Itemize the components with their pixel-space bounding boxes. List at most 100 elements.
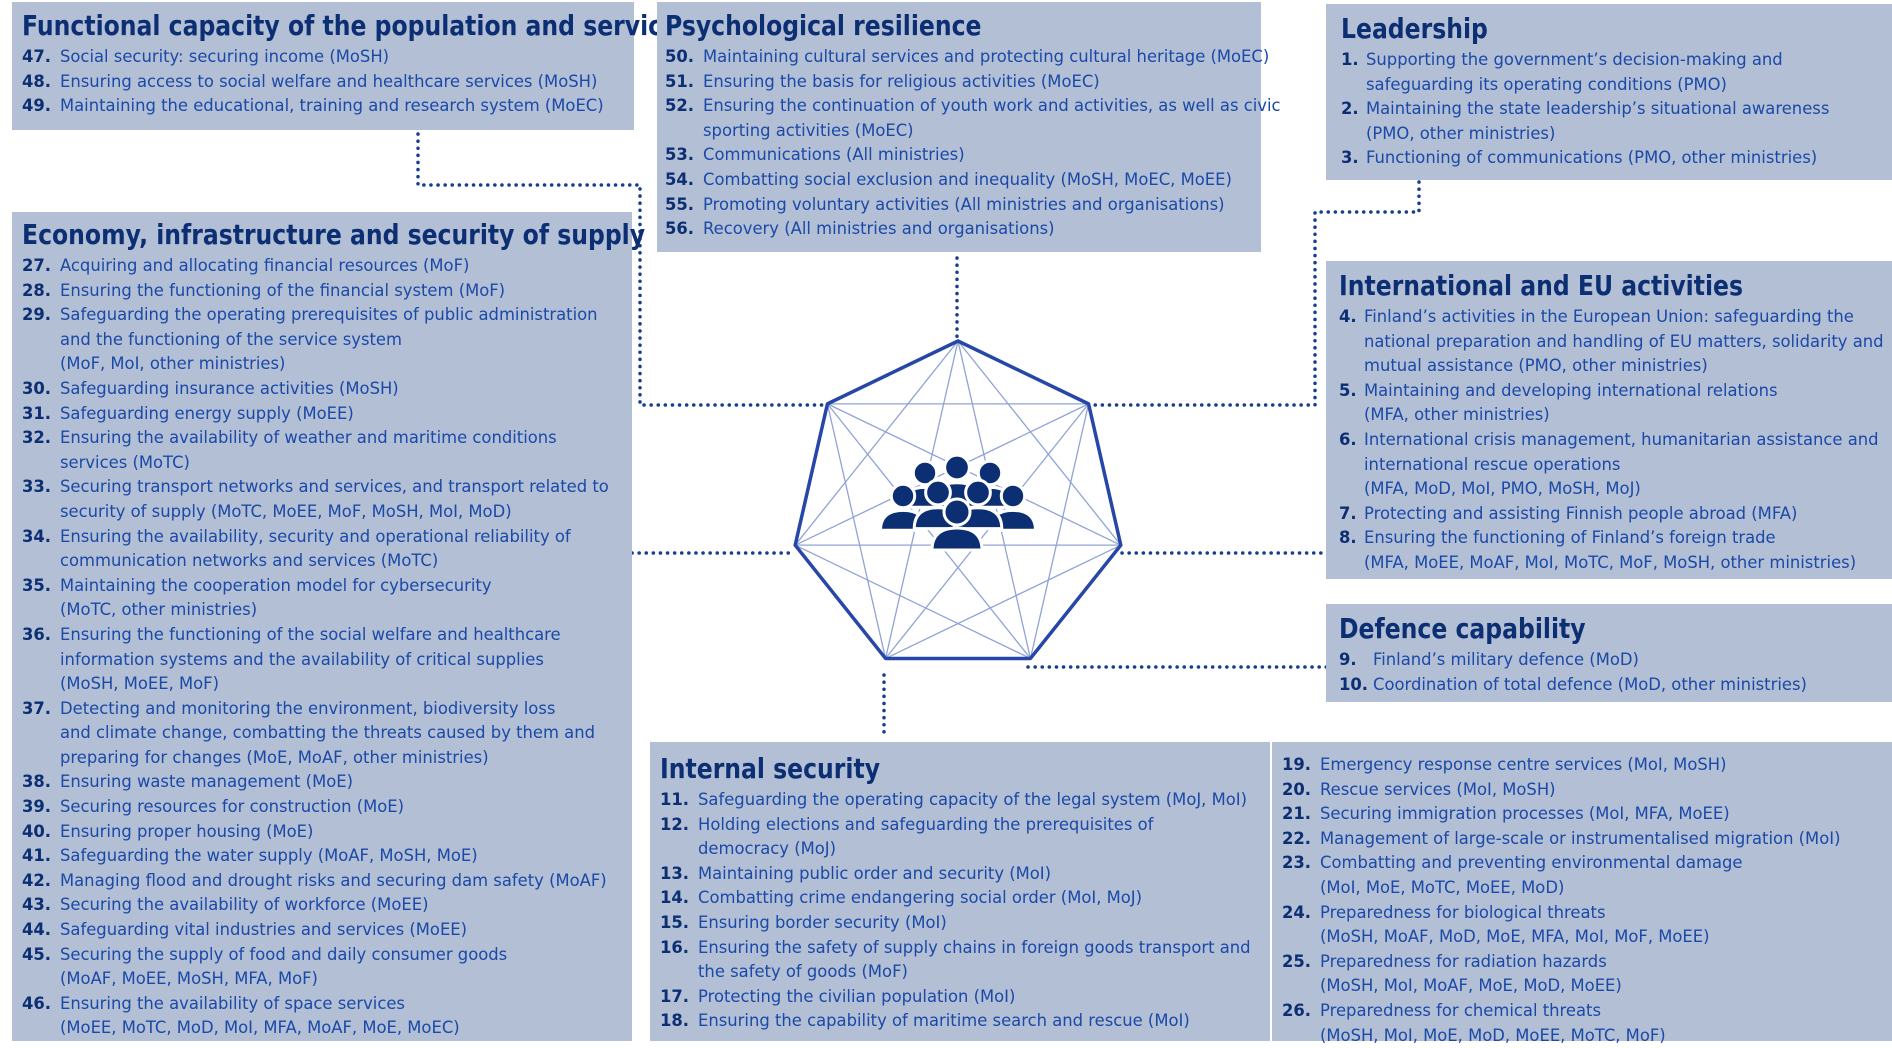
item-text: Acquiring and allocating financial resou… bbox=[60, 256, 470, 275]
list-item: 33.Securing transport networks and servi… bbox=[22, 475, 632, 524]
item-number: 37. bbox=[22, 698, 52, 718]
item-text: Ensuring the availability of weather and… bbox=[60, 428, 557, 472]
list-item: 31.Safeguarding energy supply (MoEE) bbox=[22, 402, 632, 427]
item-number: 29. bbox=[22, 305, 52, 325]
list-item: 11.Safeguarding the operating capacity o… bbox=[660, 788, 1270, 813]
item-text: Recovery (All ministries and organisatio… bbox=[703, 219, 1055, 239]
connector-leadership bbox=[1093, 180, 1421, 407]
item-number: 7. bbox=[1339, 503, 1357, 523]
item-text: Communications (All ministries) bbox=[703, 145, 965, 165]
group-title: Functional capacity of the population an… bbox=[22, 9, 693, 42]
item-text: Ensuring the continuation of youth work … bbox=[703, 96, 1281, 140]
person-figure bbox=[952, 478, 1004, 531]
list-item: 51.Ensuring the basis for religious acti… bbox=[665, 70, 1261, 95]
list-item: 44. Safeguarding vital industries and ser… bbox=[22, 918, 632, 943]
list-item: 9.Finland’s military defence (MoD) bbox=[1339, 648, 1892, 673]
list-item: 41.Safeguarding the water supply (MoAF, … bbox=[22, 844, 632, 869]
item-text: Safeguarding insurance activities (MoSH) bbox=[60, 378, 399, 398]
list-item: 25. Preparedness for radiation hazards (M… bbox=[1282, 950, 1892, 999]
item-text: International crisis management, humanit… bbox=[1364, 429, 1879, 499]
group-internal-security-continued: 19.Emergency response centre services (M… bbox=[1270, 742, 1892, 1045]
item-text: Protecting and assisting Finnish people … bbox=[1364, 503, 1798, 523]
list-item: 47.Social security: securing income (MoS… bbox=[22, 45, 634, 70]
item-number: 8. bbox=[1339, 528, 1357, 548]
list-item: 48.Ensuring access to social welfare and… bbox=[22, 70, 634, 95]
item-number: 16. bbox=[660, 937, 690, 957]
list-item: 36.Ensuring the functioning of the socia… bbox=[22, 623, 632, 697]
item-text: Coordination of total defence (MoD, othe… bbox=[1373, 674, 1807, 694]
group-leadership: Leadership 1.Supporting the government’s… bbox=[1326, 4, 1892, 180]
group-title: International and EU activities bbox=[1339, 269, 1744, 302]
heptagon-outline bbox=[793, 339, 1123, 661]
list-item: 5.Maintaining and developing internation… bbox=[1339, 379, 1892, 428]
list-item: 49.Maintaining the educational, training… bbox=[22, 94, 634, 119]
list-item: 4.Finland’s activities in the European U… bbox=[1339, 305, 1892, 379]
list-item: 20.Rescue services (MoI, MoSH) bbox=[1282, 778, 1892, 803]
item-list: 27. Acquiring and allocating financial re… bbox=[22, 254, 632, 1041]
list-item: 18.Ensuring the capability of maritime s… bbox=[660, 1009, 1270, 1034]
heptagon-diagonal bbox=[1029, 403, 1090, 659]
item-number: 46. bbox=[22, 993, 52, 1013]
item-number: 50. bbox=[665, 47, 695, 66]
item-number: 22. bbox=[1282, 828, 1312, 848]
heptagon-diagonal bbox=[885, 544, 1122, 660]
item-text: Ensuring waste management (MoE) bbox=[60, 772, 353, 792]
item-text: Managing flood and drought risks and sec… bbox=[60, 870, 607, 890]
item-text: Securing transport networks and services… bbox=[60, 477, 609, 521]
list-item: 27. Acquiring and allocating financial re… bbox=[22, 254, 632, 279]
item-number: 20. bbox=[1282, 779, 1312, 799]
list-item: 30.Safeguarding insurance activities (Mo… bbox=[22, 377, 632, 402]
list-item: 22. Management of large-scale or instrume… bbox=[1282, 827, 1892, 852]
item-text: Ensuring the functioning of the financia… bbox=[60, 280, 506, 300]
item-number: 39. bbox=[22, 797, 52, 817]
list-item: 7. Protecting and assisting Finnish peopl… bbox=[1339, 502, 1892, 527]
item-text: Combatting and preventing environmental … bbox=[1320, 853, 1743, 897]
item-text: Safeguarding the operating capacity of t… bbox=[698, 790, 1247, 809]
item-number: 44. bbox=[22, 920, 52, 940]
item-text: Emergency response centre services (MoI,… bbox=[1320, 755, 1727, 774]
list-item: 50.Maintaining cultural services and pro… bbox=[665, 45, 1269, 70]
list-item: 17.Protecting the civilian population (M… bbox=[660, 985, 1270, 1010]
item-text: Safeguarding vital industries and servic… bbox=[60, 920, 468, 940]
list-item: 26.Preparedness for chemical threats (Mo… bbox=[1282, 999, 1892, 1048]
item-number: 54. bbox=[665, 169, 695, 189]
heptagon-diagonal bbox=[826, 403, 887, 659]
list-item: 55.Promoting voluntary activities (All m… bbox=[665, 193, 1261, 218]
item-number: 49. bbox=[22, 96, 52, 116]
item-text: Ensuring the availability of space servi… bbox=[60, 993, 460, 1038]
item-text: Supporting the government’s decision-mak… bbox=[1366, 50, 1783, 94]
group-internal-security: Internal security 11.Safeguarding the op… bbox=[650, 742, 1270, 1041]
item-list: 11.Safeguarding the operating capacity o… bbox=[660, 788, 1270, 1034]
item-number: 42. bbox=[22, 870, 52, 890]
item-number: 52. bbox=[665, 96, 695, 116]
list-item: 14.Combatting crime endangering social o… bbox=[660, 886, 1270, 911]
list-item: 37.Detecting and monitoring the environm… bbox=[22, 697, 632, 771]
list-item: 19.Emergency response centre services (M… bbox=[1282, 753, 1892, 778]
item-list: 50.Maintaining cultural services and pro… bbox=[665, 45, 1281, 242]
item-text: Preparedness for radiation hazards (MoSH… bbox=[1320, 951, 1622, 996]
item-text: Maintaining public order and security (M… bbox=[698, 863, 1052, 883]
list-item: 2.Maintaining the state leadership’s sit… bbox=[1341, 97, 1892, 146]
item-text: Ensuring the functioning of Finland’s fo… bbox=[1364, 528, 1857, 572]
list-item: 54. Combatting social exclusion and inequ… bbox=[665, 168, 1261, 193]
group-title: Internal security bbox=[660, 752, 881, 785]
item-number: 6. bbox=[1339, 429, 1357, 449]
list-item: 46. Ensuring the availability of space se… bbox=[22, 992, 632, 1041]
item-text: Management of large-scale or instrumenta… bbox=[1320, 828, 1841, 848]
list-item: 29.Safeguarding the operating prerequisi… bbox=[22, 303, 632, 377]
item-text: Combatting social exclusion and inequali… bbox=[703, 169, 1232, 189]
item-number: 21. bbox=[1282, 804, 1312, 824]
item-number: 56. bbox=[665, 219, 695, 239]
item-number: 25. bbox=[1282, 951, 1312, 971]
list-item: 52. Ensuring the continuation of youth wo… bbox=[665, 94, 1281, 143]
list-item: 10.Coordination of total defence (MoD, o… bbox=[1339, 673, 1892, 698]
item-number: 53. bbox=[665, 145, 695, 165]
list-item: 28.Ensuring the functioning of the finan… bbox=[22, 279, 632, 304]
item-number: 27. bbox=[22, 256, 52, 275]
group-title: Psychological resilience bbox=[665, 9, 982, 42]
item-text: Securing the availability of workforce (… bbox=[60, 895, 429, 915]
heptagon-diagonal bbox=[957, 340, 1122, 546]
item-text: Maintaining the state leadership’s situa… bbox=[1366, 99, 1830, 143]
item-text: Preparedness for biological threats (MoS… bbox=[1320, 902, 1710, 947]
